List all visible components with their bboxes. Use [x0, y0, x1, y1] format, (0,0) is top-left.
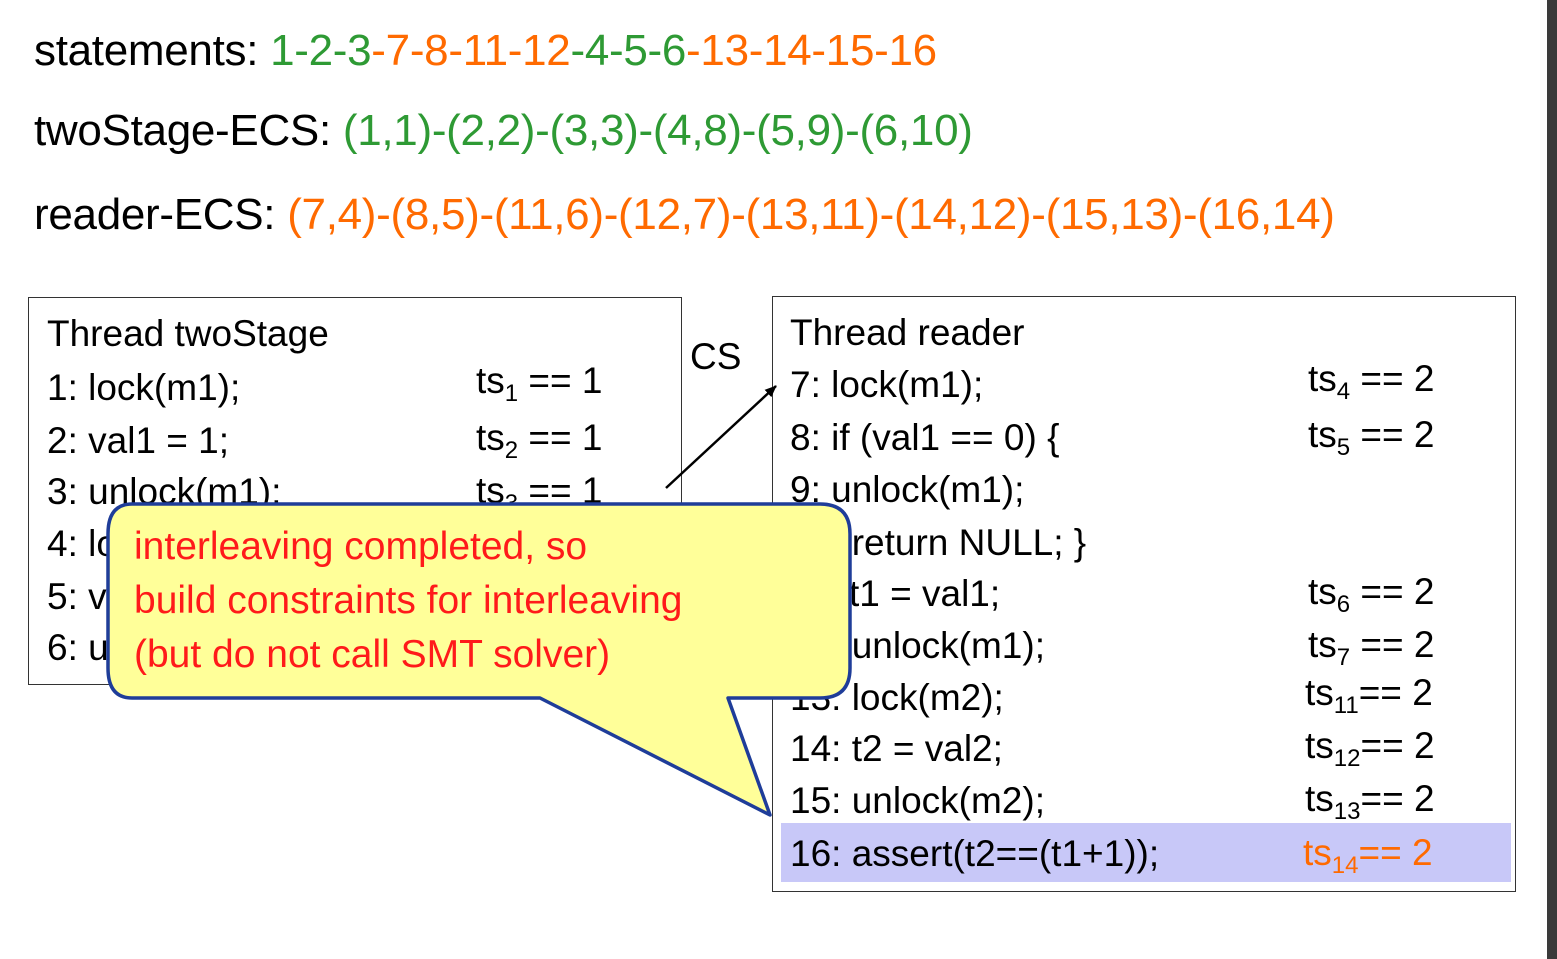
assert-highlight — [781, 823, 1511, 882]
reader-line-8: 8: if (val1 == 0) { — [790, 417, 1060, 458]
twostage-ecs-label: twoStage-ECS: — [34, 106, 331, 155]
cs-label: CS — [690, 336, 742, 377]
thread-twostage-title: Thread twoStage — [47, 313, 329, 354]
twostage-ecs-value: (1,1)-(2,2)-(3,3)-(4,8)-(5,9)-(6,10) — [342, 106, 973, 155]
callout-text: interleaving completed, so build constra… — [134, 520, 682, 682]
statements-orange-2: -13-14-15-16 — [686, 26, 937, 75]
reader-line-7: 7: lock(m1); — [790, 364, 984, 405]
twostage-ecs-line: twoStage-ECS: (1,1)-(2,2)-(3,3)-(4,8)-(5… — [34, 106, 973, 156]
reader-ts-6: ts6 == 2 — [1308, 571, 1435, 618]
twostage-line-2: 2: val1 = 1; — [47, 420, 230, 461]
callout-bubble — [106, 502, 852, 817]
reader-ts-11: ts11== 2 — [1305, 672, 1433, 719]
reader-line-16: 16: assert(t2==(t1+1)); — [790, 833, 1160, 874]
reader-line-15: 15: unlock(m2); — [790, 780, 1045, 821]
callout-line-1: interleaving completed, so — [134, 525, 588, 568]
cs-arrow — [665, 385, 777, 489]
right-edge-bar — [1547, 0, 1557, 959]
reader-ecs-value: (7,4)-(8,5)-(11,6)-(12,7)-(13,11)-(14,12… — [287, 190, 1335, 239]
callout-line-2: build constraints for interleaving — [134, 579, 683, 622]
statements-orange-1: -7-8-11-12 — [371, 26, 571, 75]
reader-ts-7: ts7 == 2 — [1308, 624, 1435, 671]
reader-line-14: 14: t2 = val2; — [790, 728, 1003, 769]
twostage-line-1: 1: lock(m1); — [47, 367, 241, 408]
reader-ecs-label: reader-ECS: — [34, 190, 276, 239]
thread-reader-title: Thread reader — [790, 312, 1025, 353]
twostage-ts-1: ts1 == 1 — [476, 360, 603, 407]
statements-line: statements: 1-2-3-7-8-11-12-4-5-6-13-14-… — [34, 26, 937, 76]
statements-green-1: 1-2-3 — [270, 26, 372, 75]
reader-ts-14: ts14== 2 — [1303, 832, 1433, 879]
reader-ecs-line: reader-ECS: (7,4)-(8,5)-(11,6)-(12,7)-(1… — [34, 190, 1335, 240]
reader-ts-4: ts4 == 2 — [1308, 358, 1435, 405]
reader-ts-5: ts5 == 2 — [1308, 414, 1435, 461]
statements-label: statements: — [34, 26, 259, 75]
thread-reader-box — [772, 296, 1516, 892]
statements-green-2: -4-5-6 — [570, 26, 687, 75]
reader-ts-13: ts13== 2 — [1305, 778, 1435, 825]
reader-ts-12: ts12== 2 — [1305, 725, 1435, 772]
callout-line-3: (but do not call SMT solver) — [134, 633, 611, 676]
twostage-ts-2: ts2 == 1 — [476, 417, 603, 464]
